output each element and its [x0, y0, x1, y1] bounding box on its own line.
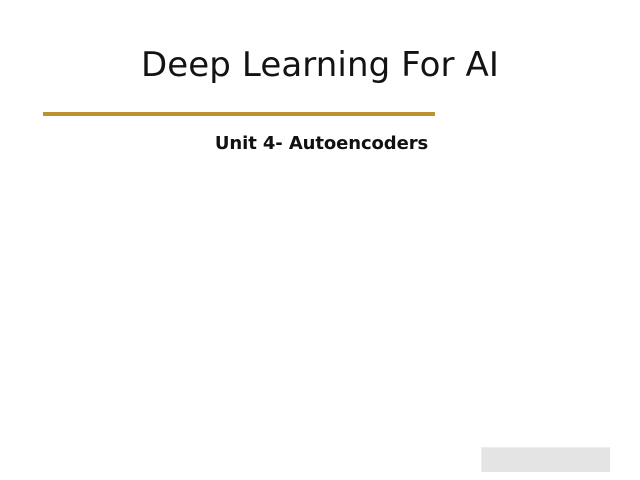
slide-subtitle: Unit 4- Autoencoders — [214, 133, 429, 154]
title-divider-rule — [43, 112, 435, 116]
slide-title: Deep Learning For AI — [140, 45, 500, 85]
footer-placeholder-box — [481, 447, 610, 472]
slide-content-body — [43, 175, 597, 430]
